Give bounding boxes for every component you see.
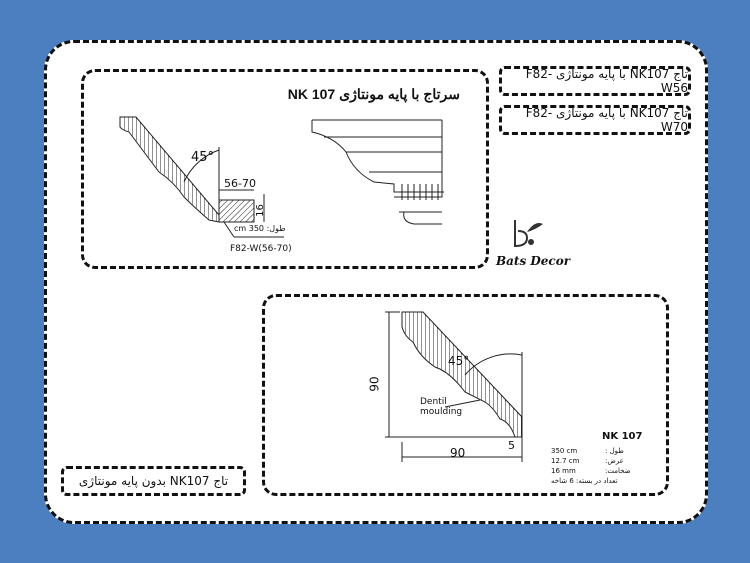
- option-label-no-base: تاج NK107 بدون پایه مونتاژی: [61, 466, 246, 496]
- offset-dimension: 5: [508, 439, 515, 452]
- bottom-panel: 45° 90 90 5 Dentil moulding NK 107 350 c…: [262, 294, 669, 496]
- panel-title: سرتاج با پایه مونتاژی NK 107: [287, 86, 460, 102]
- length-spec: طول: 350 cm: [234, 224, 286, 233]
- dentil-label-2: moulding: [420, 407, 463, 417]
- base-code: F82-W(56-70): [230, 244, 292, 254]
- spec-key: طول :: [605, 447, 624, 455]
- top-panel: سرتاج با پایه مونتاژی NK 107 45° 56-70 1…: [81, 69, 489, 269]
- spec-value: 350 cm: [551, 447, 578, 455]
- spec-key: عرض:: [605, 457, 624, 465]
- height-dimension: 90: [367, 376, 382, 392]
- width-dimension: 90: [450, 446, 466, 460]
- height-dimension: 16: [254, 204, 266, 217]
- option-label-w70: تاج NK107 با پایه مونتاژی F82-W70: [499, 105, 691, 135]
- logo-leaf-icon: [514, 220, 543, 248]
- crown-profile-drawing: [385, 311, 523, 462]
- logo: Bats Decor: [493, 214, 570, 272]
- spec-value: 16 mm: [551, 467, 576, 475]
- angle-label: 45°: [448, 354, 470, 368]
- dentil-label: Dentil: [420, 397, 447, 407]
- model-name: NK 107: [602, 431, 643, 442]
- angle-label: 45°: [191, 150, 215, 165]
- width-dimension: 56-70: [224, 177, 256, 190]
- crown-with-base-drawing: [119, 116, 444, 238]
- logo-text: Bats Decor: [496, 254, 571, 268]
- spec-key: ضخامت:: [605, 467, 631, 475]
- pack-spec: تعداد در بسته: 6 شاخه: [551, 477, 618, 485]
- spec-value: 12.7 cm: [551, 457, 580, 465]
- option-label-w56: تاج NK107 با پایه مونتاژی F82-W56: [499, 66, 691, 96]
